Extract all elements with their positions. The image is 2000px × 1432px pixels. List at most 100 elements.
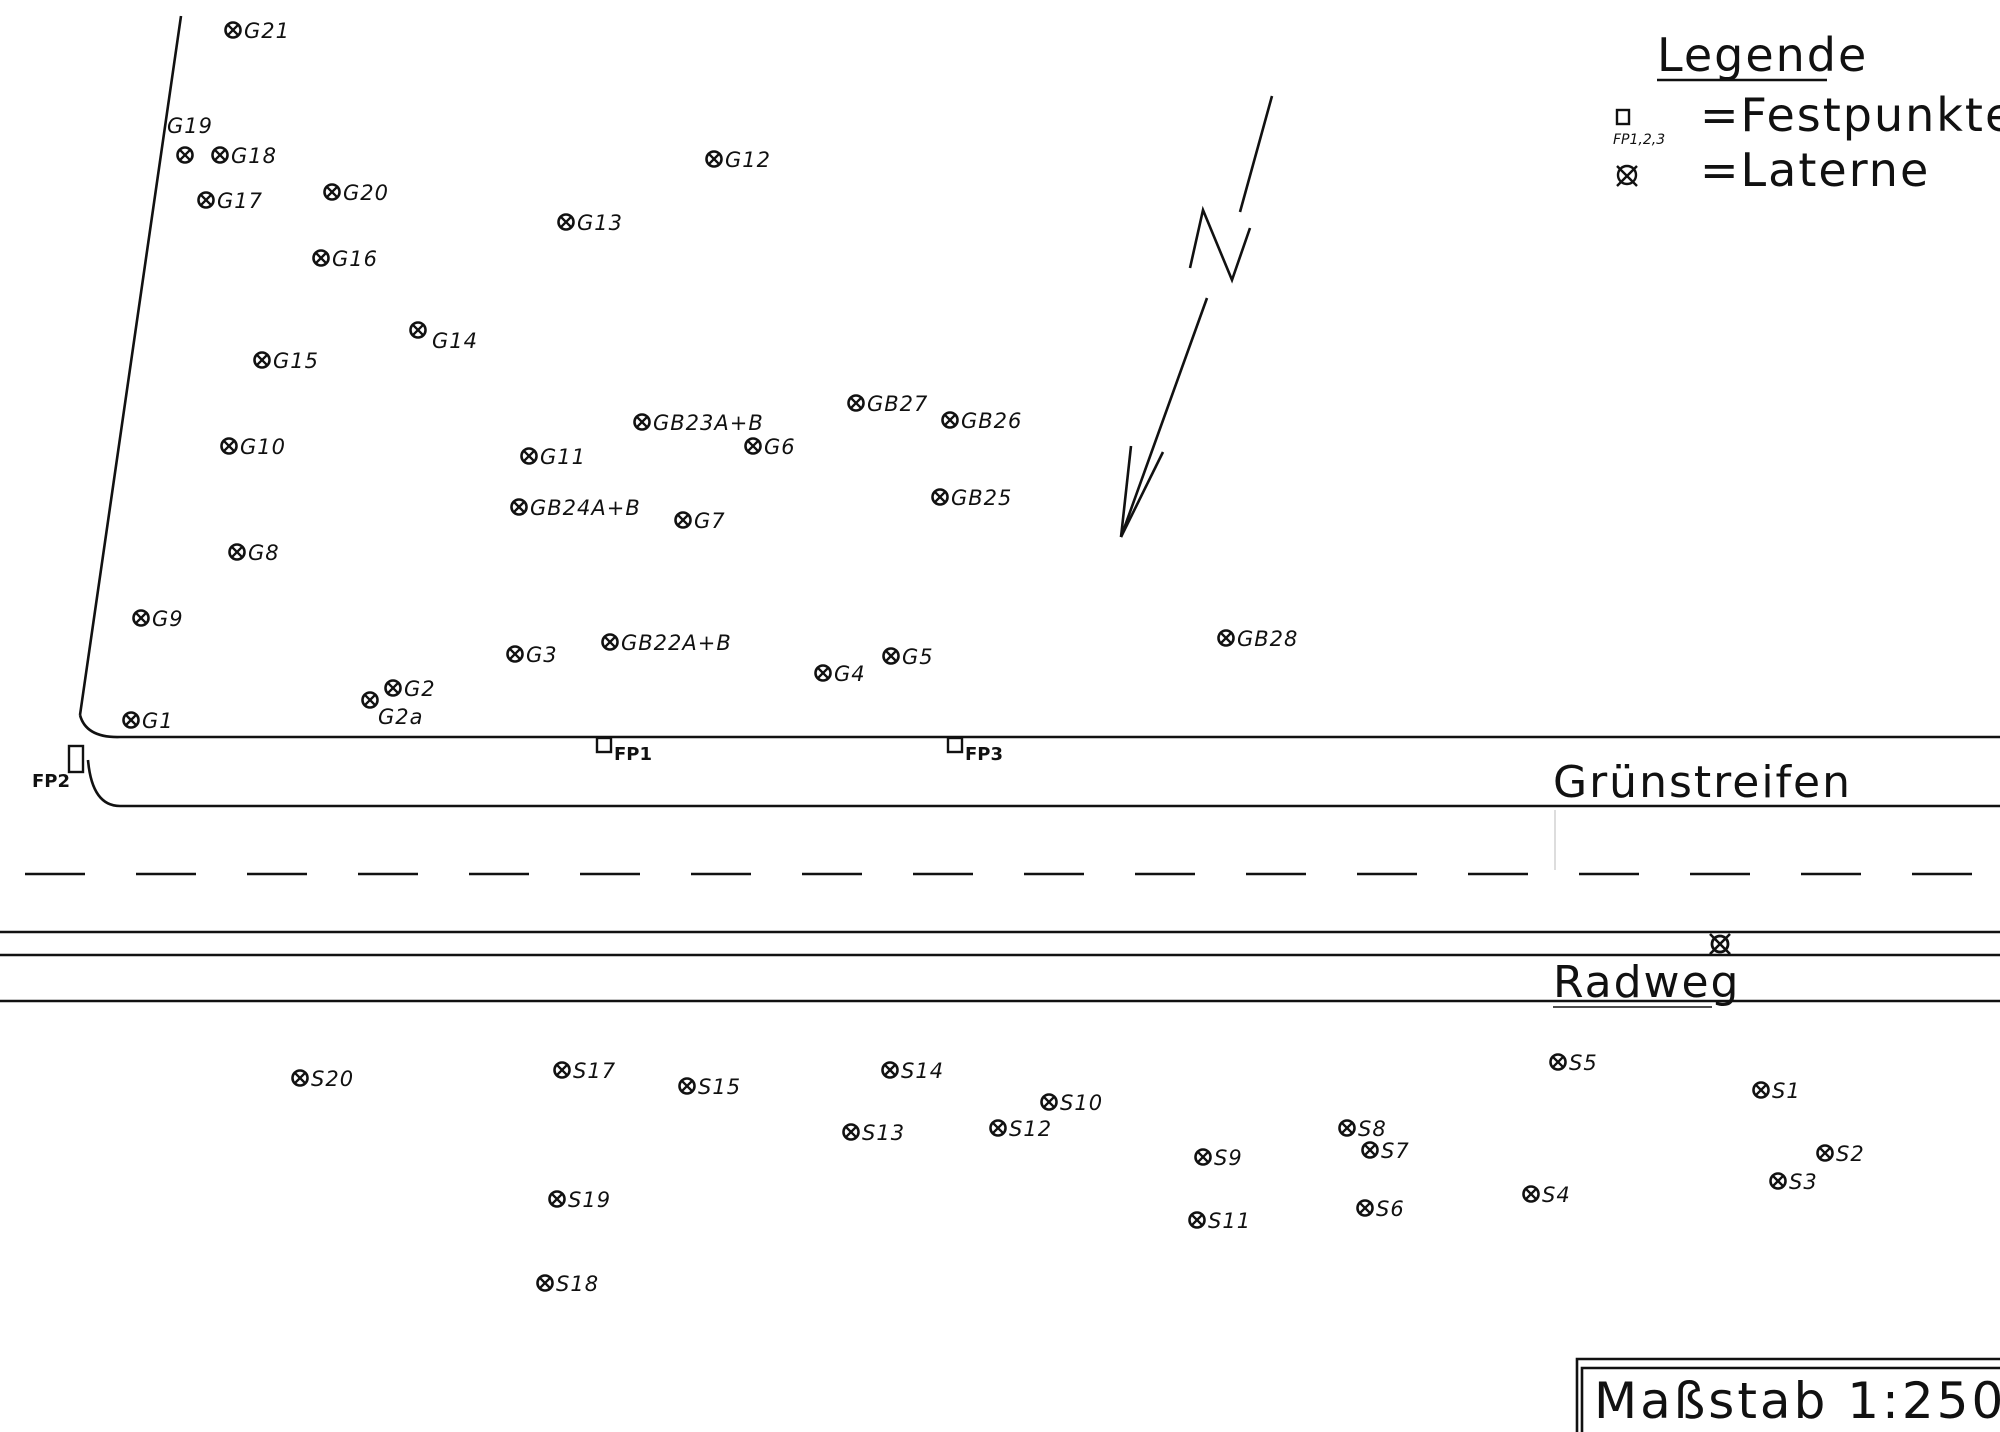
- lantern-label: GB25: [951, 486, 1012, 510]
- scale-label: Maßstab 1:250: [1594, 1372, 2000, 1430]
- lantern-label: S1: [1772, 1079, 1801, 1103]
- lantern-icon: [536, 1274, 554, 1292]
- lantern-icon: [211, 146, 229, 164]
- lantern-icon: [1356, 1199, 1374, 1217]
- lantern-label: G9: [152, 607, 184, 631]
- lantern-icon: [384, 679, 402, 697]
- lantern-g13: G13: [557, 211, 623, 235]
- lantern-icon: [132, 609, 150, 627]
- lantern-label: G16: [332, 247, 378, 271]
- lantern-label: S8: [1358, 1117, 1387, 1141]
- lantern-s6: S6: [1356, 1197, 1404, 1221]
- lantern-icon: [323, 183, 341, 201]
- lantern-label: S9: [1214, 1146, 1243, 1170]
- fixpoint-icon: [595, 736, 613, 754]
- lantern-label: S5: [1569, 1051, 1598, 1075]
- lantern-label: G6: [764, 435, 796, 459]
- fixpoint-fp3: FP3: [946, 736, 1003, 765]
- laterne-legend-label: =Laterne: [1700, 143, 1930, 197]
- lantern-s13: S13: [842, 1121, 904, 1145]
- lantern-label: G12: [725, 148, 771, 172]
- lantern-icon: [224, 21, 242, 39]
- lantern-gb28: GB28: [1217, 627, 1298, 651]
- lantern-icon: [253, 351, 271, 369]
- lantern-icon: [1217, 629, 1235, 647]
- lantern-s5: S5: [1549, 1051, 1598, 1075]
- lantern-label: GB22A+B: [621, 631, 732, 655]
- lantern-icon: [633, 413, 651, 431]
- lantern-label: S12: [1009, 1117, 1052, 1141]
- lantern-g1: G1: [122, 709, 174, 733]
- lantern-icon: [553, 1061, 571, 1079]
- lantern-label: G10: [240, 435, 286, 459]
- lantern-s18: S18: [536, 1272, 598, 1296]
- lantern-label: G3: [526, 643, 558, 667]
- lantern-icon: [814, 664, 832, 682]
- lantern-label: G15: [273, 349, 319, 373]
- lantern-g17: G17: [197, 189, 262, 213]
- gruenstreifen-label: Grünstreifen: [1553, 757, 1852, 808]
- lantern-icon: [842, 1123, 860, 1141]
- lantern-label: G21: [244, 19, 290, 43]
- festpunkt-legend-label: =Festpunkte: [1700, 88, 2000, 142]
- lantern-s1: S1: [1752, 1079, 1801, 1103]
- fixpoint-icon: [67, 744, 85, 774]
- lantern-gb23a-b: GB23A+B: [633, 411, 764, 435]
- lantern-label: G14: [432, 329, 478, 353]
- lantern-label: GB28: [1237, 627, 1298, 651]
- lantern-gb22a-b: GB22A+B: [601, 631, 732, 655]
- lantern-label: S4: [1542, 1183, 1571, 1207]
- festpunkt-legend-subscript: FP1,2,3: [1613, 132, 1665, 148]
- lantern-label: G18: [231, 144, 277, 168]
- lantern-s19: S19: [548, 1188, 611, 1212]
- lantern-s8: S8: [1338, 1117, 1387, 1141]
- lantern-icon: [1816, 1144, 1834, 1162]
- lantern-s10: S10: [1040, 1091, 1102, 1115]
- lantern-icon: [847, 394, 865, 412]
- lantern-g18: G18: [211, 144, 277, 168]
- lantern-gb25: GB25: [931, 486, 1012, 510]
- fixpoint-label: FP3: [965, 744, 1003, 765]
- lantern-label: S14: [901, 1059, 944, 1083]
- lantern-icon: [197, 191, 215, 209]
- lantern-label: G11: [540, 445, 586, 469]
- lantern-g11: G11: [520, 445, 586, 469]
- lantern-g9: G9: [132, 607, 184, 631]
- lantern-g5: G5: [882, 645, 933, 669]
- lantern-label: G1: [142, 709, 174, 733]
- lantern-icon: [931, 488, 949, 506]
- lantern-g2a: G2a: [361, 691, 423, 729]
- lantern-g16: G16: [312, 247, 378, 271]
- lantern-g6: G6: [744, 435, 796, 459]
- lantern-icon: [678, 1077, 696, 1095]
- lantern-label: G19: [167, 114, 213, 138]
- lantern-g7: G7: [674, 509, 725, 533]
- fixpoint-label: FP2: [32, 771, 70, 792]
- lantern-icon: [1752, 1081, 1770, 1099]
- lantern-icon: [220, 437, 238, 455]
- lantern-icon: [506, 645, 524, 663]
- lantern-s7: S7: [1361, 1139, 1409, 1163]
- fixpoint-icon: [946, 736, 964, 754]
- radweg-lantern-icon: [1709, 933, 1731, 955]
- lantern-icon: [409, 321, 427, 339]
- lantern-g12: G12: [705, 148, 771, 172]
- lantern-icon: [510, 498, 528, 516]
- legend: Legende FP1,2,3 =Festpunkte =Laterne: [1613, 28, 2000, 197]
- lantern-label: S3: [1789, 1170, 1818, 1194]
- lantern-label: GB24A+B: [530, 496, 641, 520]
- property-boundary-line: [78, 15, 183, 716]
- lantern-s15: S15: [678, 1075, 740, 1099]
- legend-title: Legende: [1657, 28, 1868, 82]
- lantern-label: G13: [577, 211, 623, 235]
- fixpoint-label: FP1: [614, 744, 652, 765]
- lantern-icon: [312, 249, 330, 267]
- lantern-s9: S9: [1194, 1146, 1243, 1170]
- lantern-label: S19: [568, 1188, 611, 1212]
- lantern-label: GB23A+B: [653, 411, 764, 435]
- lantern-icon: [1188, 1211, 1206, 1229]
- lantern-label: S17: [573, 1059, 616, 1083]
- lantern-s3: S3: [1769, 1170, 1818, 1194]
- lantern-icon: [176, 146, 194, 164]
